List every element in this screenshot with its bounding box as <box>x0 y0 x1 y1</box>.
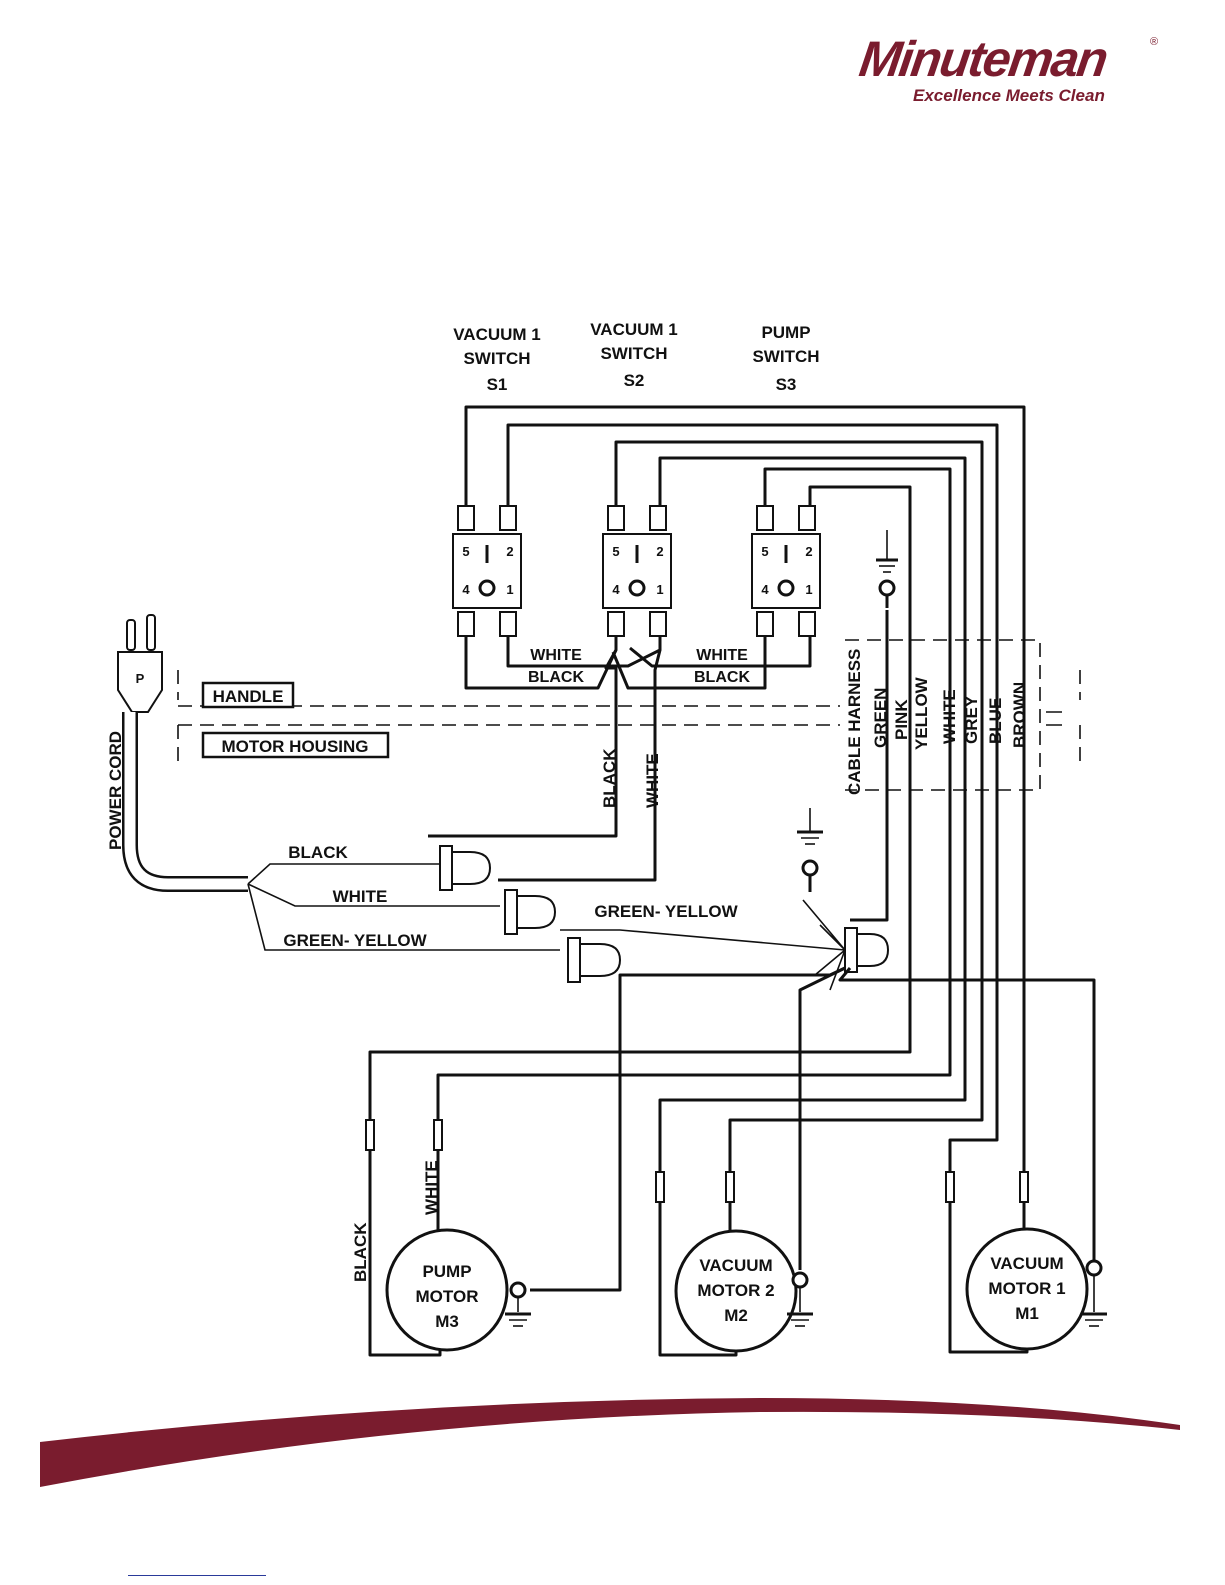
svg-text:VACUUM 1: VACUUM 1 <box>453 325 541 344</box>
svg-text:M2: M2 <box>724 1306 748 1325</box>
registered-mark: ® <box>1150 36 1159 48</box>
svg-text:4: 4 <box>462 582 470 597</box>
footer-rule <box>128 1575 266 1576</box>
svg-text:SWITCH: SWITCH <box>752 347 819 366</box>
harness-blue: BLUE <box>986 698 1005 744</box>
bus-green-yellow-label: GREEN- YELLOW <box>594 902 738 921</box>
svg-text:MOTOR 1: MOTOR 1 <box>988 1279 1065 1298</box>
cable-harness: CABLE HARNESS GREEN PINK YELLOW WHITE GR… <box>845 649 1029 795</box>
svg-text:S2: S2 <box>624 371 645 390</box>
svg-text:VACUUM: VACUUM <box>699 1256 772 1275</box>
svg-text:SWITCH: SWITCH <box>463 349 530 368</box>
svg-text:5: 5 <box>761 544 768 559</box>
switch-jumper-wires: WHITE BLACK WHITE BLACK BLACK WHITE <box>428 636 812 882</box>
ground-runs <box>530 966 1096 1292</box>
power-cord-branches: BLACK WHITE GREEN- YELLOW <box>247 843 560 951</box>
switch-s2-title: VACUUM 1 SWITCH S2 <box>590 320 678 390</box>
svg-text:S1: S1 <box>487 375 508 394</box>
wire-nut-ground-hub <box>844 927 890 973</box>
svg-text:PUMP: PUMP <box>422 1262 471 1281</box>
jumper-label-white-right: WHITE <box>696 647 748 664</box>
wire-label-white-vertical: WHITE <box>643 753 662 808</box>
svg-text:M1: M1 <box>1015 1304 1039 1323</box>
cord-black-label: BLACK <box>288 843 348 862</box>
m3-black-lead-label: BLACK <box>351 1222 370 1282</box>
svg-text:M3: M3 <box>435 1312 459 1331</box>
harness-green-wire <box>850 610 889 922</box>
power-plug: P <box>117 614 163 713</box>
harness-white: WHITE <box>940 689 959 744</box>
svg-text:1: 1 <box>656 582 663 597</box>
motor-m3: PUMP MOTOR M3 <box>385 1228 509 1352</box>
logo-tagline: Excellence Meets Clean <box>913 86 1105 105</box>
svg-text:5: 5 <box>462 544 469 559</box>
cord-white-label: WHITE <box>333 887 388 906</box>
minuteman-logo: Minuteman ® Excellence Meets Clean <box>856 30 1170 110</box>
harness-green: GREEN <box>871 688 890 748</box>
jumper-label-white-left: WHITE <box>530 647 582 664</box>
wire-nut-black <box>439 845 492 891</box>
motor-m1: VACUUM MOTOR 1 M1 <box>965 1227 1089 1351</box>
svg-text:PUMP: PUMP <box>761 323 810 342</box>
harness-grey: GREY <box>962 695 981 744</box>
svg-text:1: 1 <box>805 582 812 597</box>
svg-text:1: 1 <box>506 582 513 597</box>
svg-text:4: 4 <box>761 582 769 597</box>
plug-label: P <box>136 671 145 686</box>
jumper-label-black-left: BLACK <box>528 669 584 686</box>
switch-s1-title: VACUUM 1 SWITCH S1 <box>453 325 541 394</box>
jumper-label-black-right: BLACK <box>694 669 750 686</box>
svg-text:4: 4 <box>612 582 620 597</box>
harness-pink: PINK <box>892 699 911 740</box>
switch-s3-title: PUMP SWITCH S3 <box>752 323 819 394</box>
cable-harness-title: CABLE HARNESS <box>845 649 864 795</box>
m3-white-lead-label: WHITE <box>422 1160 441 1215</box>
wire-label-black-vertical: BLACK <box>600 748 619 808</box>
svg-text:MOTOR: MOTOR <box>416 1287 479 1306</box>
switch-s1: 5 2 4 1 <box>452 505 522 637</box>
svg-text:2: 2 <box>805 544 812 559</box>
wire-nut-white <box>504 889 557 935</box>
switch-s3: 5 2 4 1 <box>751 505 821 637</box>
svg-text:VACUUM 1: VACUUM 1 <box>590 320 678 339</box>
harness-yellow: YELLOW <box>912 676 931 750</box>
svg-text:2: 2 <box>506 544 513 559</box>
svg-text:MOTOR 2: MOTOR 2 <box>697 1281 774 1300</box>
motor-leads: BLACK WHITE <box>351 1119 1029 1357</box>
svg-text:VACUUM: VACUUM <box>990 1254 1063 1273</box>
svg-text:2: 2 <box>656 544 663 559</box>
cord-green-yellow-label: GREEN- YELLOW <box>283 931 427 950</box>
svg-text:S3: S3 <box>776 375 797 394</box>
footer-swoosh <box>40 1398 1180 1487</box>
switch-s2: 5 2 4 1 <box>602 505 672 637</box>
zone-boundaries: HANDLE MOTOR HOUSING <box>177 639 1081 791</box>
harness-brown: BROWN <box>1010 682 1029 748</box>
power-cord-label: POWER CORD <box>106 731 125 850</box>
ground-icon-harness <box>876 530 898 608</box>
top-wire-bundle <box>368 405 1026 1165</box>
motor-ground-lugs <box>505 1259 1107 1327</box>
handle-label: HANDLE <box>213 687 284 706</box>
wire-nut-green-yellow <box>567 937 622 983</box>
motor-housing-label: MOTOR HOUSING <box>221 737 368 756</box>
svg-text:5: 5 <box>612 544 619 559</box>
green-yellow-bus <box>560 929 846 951</box>
svg-text:SWITCH: SWITCH <box>600 344 667 363</box>
ground-icon-hub <box>797 808 823 892</box>
motor-m2: VACUUM MOTOR 2 M2 <box>674 1229 798 1353</box>
